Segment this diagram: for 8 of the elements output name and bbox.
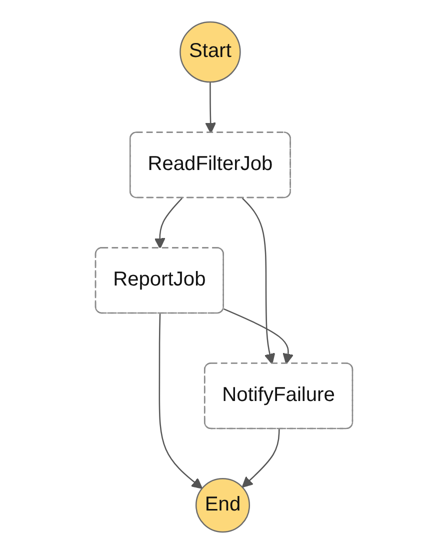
node-circle: End — [195, 478, 250, 533]
node-circle: Start — [180, 21, 241, 83]
arrow — [205, 82, 216, 134]
arrow — [242, 198, 276, 364]
arrow — [242, 429, 280, 488]
arrow — [154, 198, 183, 249]
arrow — [224, 308, 294, 364]
arrow — [158, 314, 203, 489]
